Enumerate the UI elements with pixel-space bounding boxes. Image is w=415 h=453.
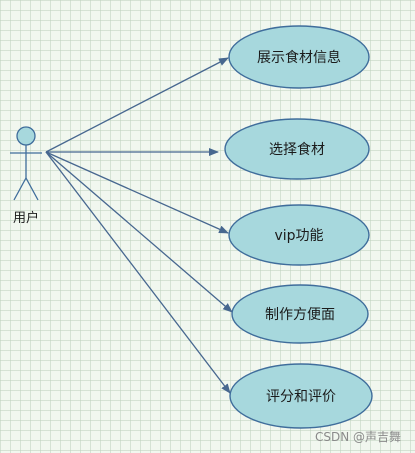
actor-user: 用户	[10, 126, 42, 226]
use-case-ellipse	[231, 284, 369, 344]
use-case-ellipse	[229, 363, 373, 429]
use-case-label: 评分和评价	[266, 389, 336, 405]
use-case-3: vip功能	[228, 204, 370, 266]
use-case-1: 展示食材信息	[228, 25, 370, 89]
use-case-ellipse	[224, 118, 370, 180]
use-case-ellipse	[228, 204, 370, 266]
use-cases: 展示食材信息 选择食材 vip功能 制作方便面 评分和评价	[224, 25, 373, 429]
association-line-3	[45, 151, 229, 234]
use-case-label: 制作方便面	[265, 307, 335, 323]
use-case-label: 展示食材信息	[257, 49, 341, 66]
use-case-ellipse	[228, 25, 370, 89]
actor-left-leg	[13, 177, 27, 201]
use-case-5: 评分和评价	[229, 363, 373, 429]
association-line-4	[45, 151, 233, 313]
use-case-2: 选择食材	[224, 118, 370, 180]
use-case-label: vip功能	[274, 228, 323, 244]
actor-label: 用户	[13, 210, 39, 226]
use-case-label: 选择食材	[269, 141, 325, 158]
association-line-1	[45, 57, 229, 153]
use-case-4: 制作方便面	[231, 284, 369, 344]
associations	[45, 57, 233, 394]
actor-head	[16, 126, 36, 146]
association-line-5	[45, 151, 231, 394]
watermark: CSDN @声吉舞	[314, 430, 401, 444]
actor-right-leg	[25, 177, 39, 201]
